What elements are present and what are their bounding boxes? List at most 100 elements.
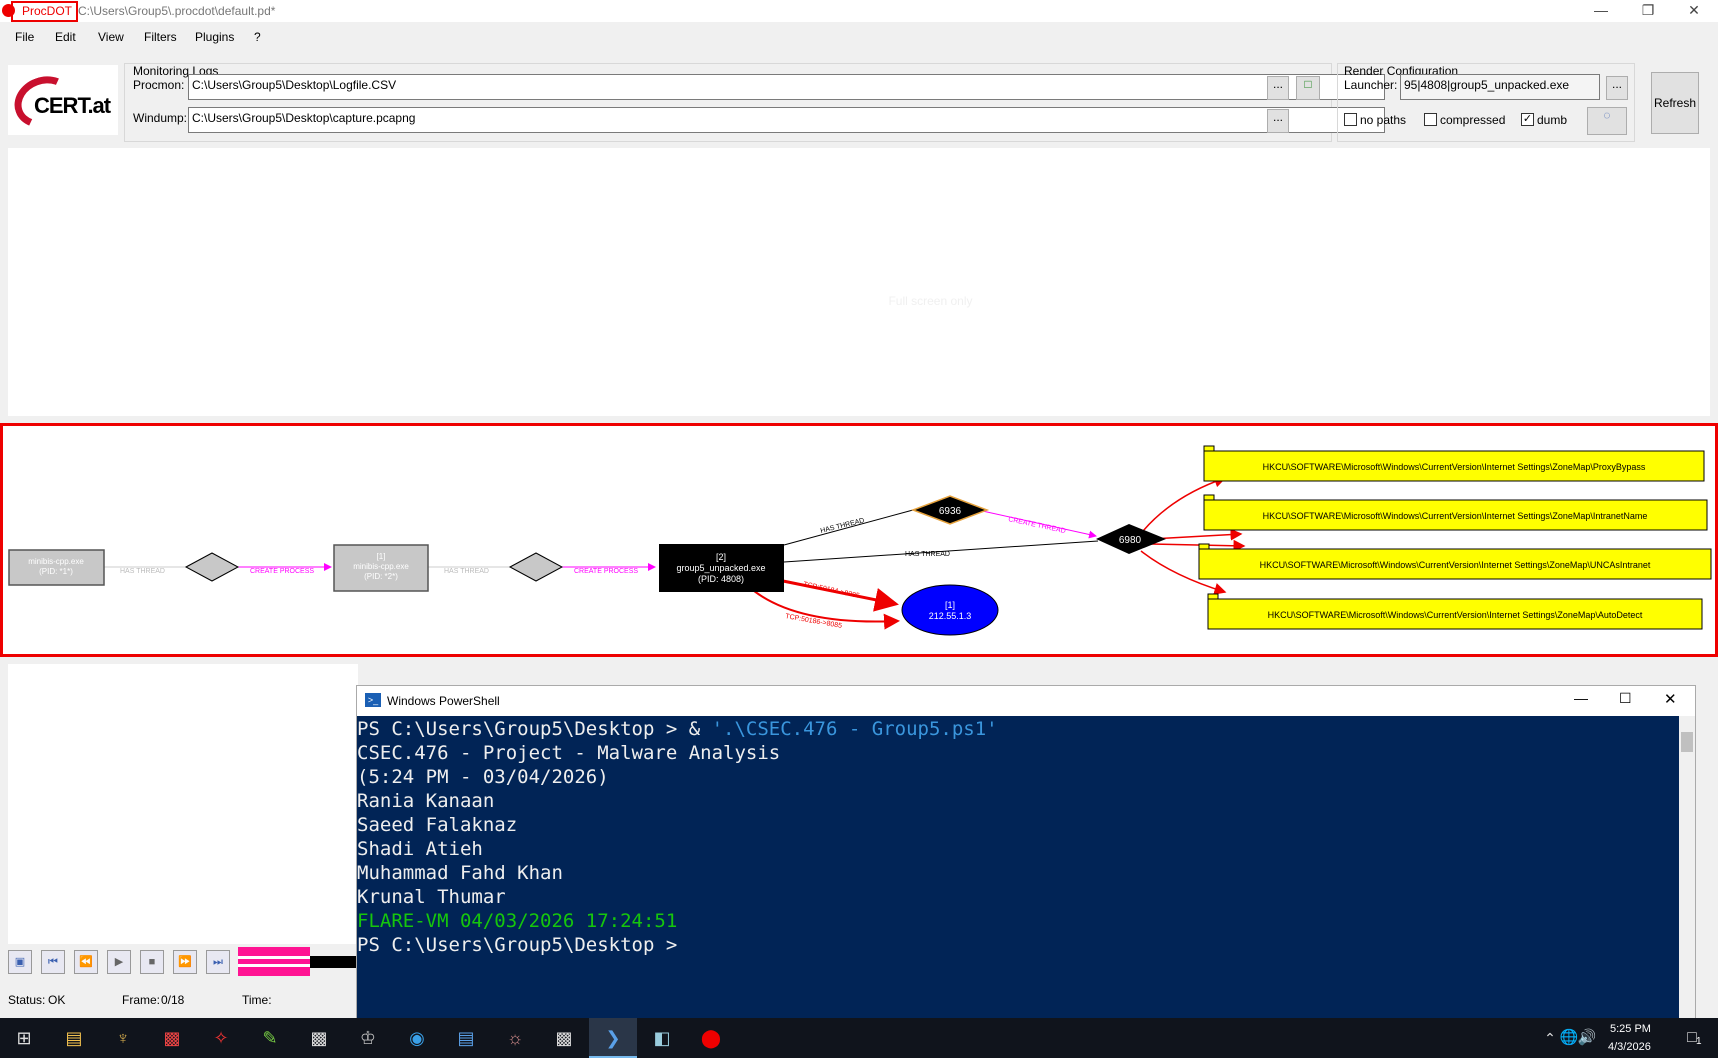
ps-close-button[interactable]: ✕ — [1664, 691, 1677, 708]
menu-edit[interactable]: Edit — [55, 30, 76, 44]
procdot-taskbar-icon[interactable]: ⬤ — [700, 1028, 722, 1048]
process-node-1[interactable] — [8, 549, 105, 586]
thread-node-1[interactable] — [184, 552, 240, 582]
last-frame-icon[interactable]: ⏭ — [206, 950, 230, 974]
registry-node-3[interactable] — [1198, 548, 1712, 580]
console-line: Krunal Thumar — [357, 885, 1679, 909]
close-button[interactable]: ✕ — [1688, 2, 1700, 18]
reg-folder-tab-4 — [1207, 593, 1219, 600]
thread-node-2[interactable] — [508, 552, 564, 582]
windump-path-input[interactable]: C:\Users\Group5\Desktop\capture.pcapng — [188, 107, 1385, 133]
start-icon[interactable]: ⊞ — [16, 1028, 32, 1048]
launcher-input[interactable]: 95|4808|group5_unpacked.exe — [1400, 74, 1600, 100]
notepad-icon[interactable]: ✎ — [262, 1028, 278, 1048]
save-frame-icon[interactable]: ▣ — [8, 950, 32, 974]
powershell-window[interactable]: >_ Windows PowerShell — ☐ ✕ PS C:\Users\… — [356, 685, 1696, 1026]
tool-icon-3[interactable]: ◧ — [653, 1028, 671, 1048]
timeline-track[interactable] — [238, 947, 310, 976]
console-line-text: Krunal Thumar — [357, 886, 506, 908]
graph-canvas-lower[interactable] — [8, 664, 358, 944]
edge-create-thread — [977, 509, 1097, 539]
registry-node-4-label: HKCU\SOFTWARE\Microsoft\Windows\CurrentV… — [1268, 610, 1643, 620]
powershell-scroll-thumb[interactable] — [1681, 732, 1693, 752]
clock-time[interactable]: 5:25 PM — [1610, 1023, 1651, 1035]
process-graph[interactable]: HAS THREAD CREATE PROCESS HAS THREAD CRE… — [0, 423, 1718, 657]
process-node-2[interactable] — [333, 544, 429, 592]
timeline-cursor[interactable] — [310, 956, 358, 968]
registry-node-3-label: HKCU\SOFTWARE\Microsoft\Windows\CurrentV… — [1260, 560, 1651, 570]
registry-node-2-label: HKCU\SOFTWARE\Microsoft\Windows\CurrentV… — [1263, 511, 1648, 521]
fast-forward-icon[interactable]: ⏩ — [173, 950, 197, 974]
procmon-path-input[interactable]: C:\Users\Group5\Desktop\Logfile.CSV — [188, 74, 1385, 100]
menu-view[interactable]: View — [98, 30, 124, 44]
restore-button[interactable]: ❐ — [1641, 2, 1655, 18]
powershell-scrollbar[interactable] — [1679, 716, 1695, 1026]
procmon-browse-button[interactable]: ... — [1267, 76, 1289, 100]
timeline-stripe-1 — [238, 956, 310, 959]
console-line: FLARE-VM 04/03/2026 17:24:51 — [357, 909, 1679, 933]
console-line-text: (5:24 PM - 03/04/2026) — [357, 766, 609, 788]
network-tool-icon[interactable]: ☼ — [506, 1028, 524, 1048]
console-line-script-path: '.\CSEC.476 - Group5.ps1' — [711, 718, 998, 740]
procmon-file-icon[interactable]: □ — [1296, 76, 1320, 100]
volume-icon[interactable]: 🔊 — [1577, 1029, 1597, 1046]
tray-chevron-icon[interactable]: ⌃ — [1544, 1030, 1556, 1046]
menu-help[interactable]: ? — [254, 30, 261, 44]
menu-filters[interactable]: Filters — [144, 30, 177, 44]
pepper-tool-icon[interactable]: ✧ — [213, 1028, 229, 1048]
ps-minimize-button[interactable]: — — [1574, 690, 1588, 706]
clock-date[interactable]: 4/3/2026 — [1608, 1041, 1651, 1053]
graph-canvas-upper[interactable]: Full screen only — [8, 148, 1710, 416]
window-title-app: ProcDOT — [22, 4, 73, 18]
stop-icon[interactable]: ■ — [140, 950, 164, 974]
reg-folder-tab-3 — [1198, 543, 1210, 550]
process-node-3[interactable] — [659, 544, 784, 592]
registry-node-1-label: HKCU\SOFTWARE\Microsoft\Windows\CurrentV… — [1263, 462, 1646, 472]
edge-label-create-process-2: CREATE PROCESS — [574, 568, 638, 575]
status-value: OK — [48, 993, 66, 1007]
registry-node-1[interactable] — [1203, 450, 1705, 482]
console-line-text: PS C:\Users\Group5\Desktop > & — [357, 718, 712, 740]
dumb-label: dumb — [1537, 113, 1568, 127]
cmd-icon[interactable]: ▩ — [555, 1028, 573, 1048]
terminal-icon-1[interactable]: ▩ — [310, 1028, 328, 1048]
network-icon[interactable]: 🌐 — [1559, 1029, 1579, 1046]
registry-node-2[interactable] — [1203, 499, 1708, 531]
cert-logo: CERT.at — [7, 65, 118, 136]
first-frame-icon[interactable]: ⏮ — [41, 950, 65, 974]
ip-node[interactable] — [901, 584, 999, 636]
console-line: PS C:\Users\Group5\Desktop > — [357, 933, 1679, 957]
powershell-title-bar[interactable]: >_ Windows PowerShell — ☐ ✕ — [357, 686, 1695, 716]
graph-options-icon[interactable]: ◌ — [1587, 107, 1627, 135]
tool-icon-2[interactable]: ♔ — [359, 1028, 377, 1048]
file-explorer-icon[interactable]: ▤ — [65, 1028, 83, 1048]
powershell-taskbar-icon[interactable]: ❯ — [589, 1018, 637, 1058]
dumb-checkbox[interactable]: ✓ — [1521, 113, 1534, 126]
ps-maximize-button[interactable]: ☐ — [1619, 690, 1632, 706]
cert-logo-text: CERT.at — [34, 93, 111, 118]
refresh-button[interactable]: Refresh — [1651, 72, 1699, 134]
fn-tool-icon[interactable]: ▩ — [163, 1028, 181, 1048]
windump-browse-button[interactable]: ... — [1267, 109, 1289, 133]
process-graph-svg: HAS THREAD CREATE PROCESS HAS THREAD CRE… — [8, 445, 1712, 636]
launcher-browse-button[interactable]: ... — [1606, 76, 1628, 100]
notification-icon[interactable]: □ — [1687, 1029, 1697, 1046]
rewind-icon[interactable]: ⏪ — [74, 950, 98, 974]
thread-node-6936[interactable] — [910, 495, 990, 525]
search-tool-icon[interactable]: ◉ — [409, 1028, 425, 1048]
window-title-path: C:\Users\Group5\.procdot\default.pd* — [78, 4, 276, 18]
play-icon[interactable]: ▶ — [107, 950, 131, 974]
registry-node-4[interactable] — [1207, 598, 1703, 630]
thread-node-6980[interactable] — [1096, 524, 1166, 554]
minimize-button[interactable]: — — [1594, 2, 1608, 18]
menu-file[interactable]: File — [15, 30, 35, 44]
tool-icon-1[interactable]: ♆ — [116, 1028, 130, 1048]
compressed-checkbox[interactable] — [1424, 113, 1437, 126]
process-node-1-name: minibis-cpp.exe(PID: *1*) — [28, 557, 84, 576]
frame-label: Frame: — [122, 993, 161, 1007]
edge-tcp-2 — [747, 585, 900, 630]
powershell-console[interactable]: PS C:\Users\Group5\Desktop > & '.\CSEC.4… — [357, 716, 1679, 1026]
menu-plugins[interactable]: Plugins — [195, 30, 235, 44]
monitor-icon[interactable]: ▤ — [457, 1028, 475, 1048]
no-paths-checkbox[interactable] — [1344, 113, 1357, 126]
